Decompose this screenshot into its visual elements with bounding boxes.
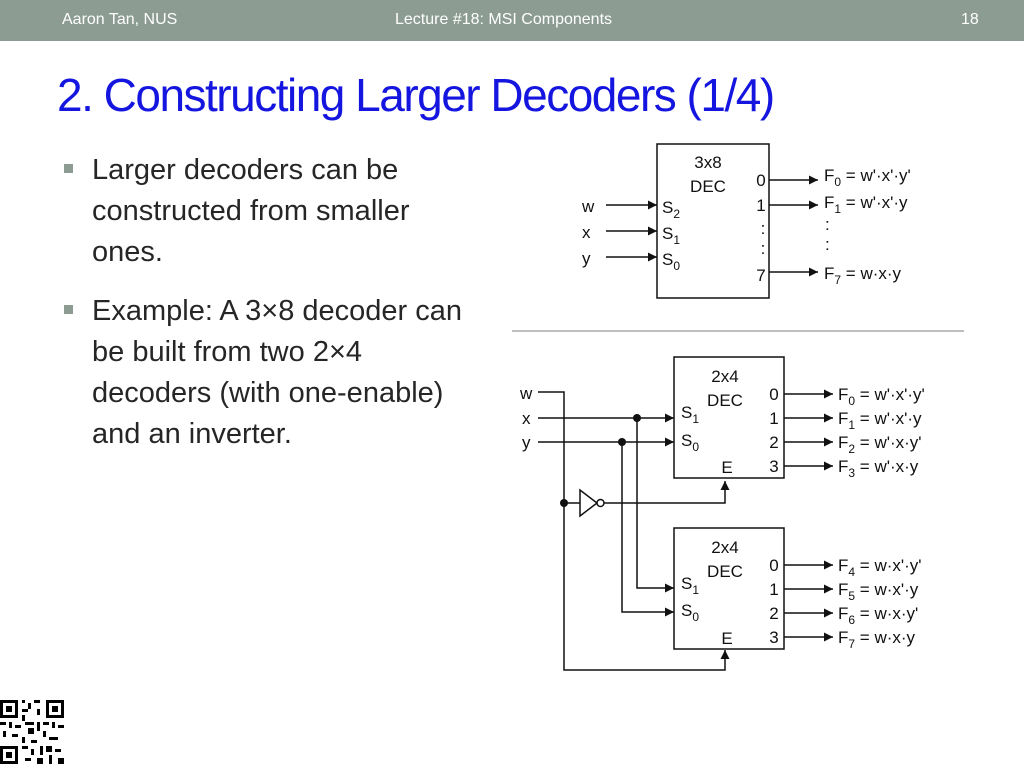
input-label-y: y: [582, 249, 591, 268]
inverter-bubble: [596, 498, 605, 508]
decoder-box: [656, 143, 770, 299]
input-label-y: y: [522, 433, 531, 452]
output-index: 3: [769, 628, 778, 647]
select-label-s1: S1: [681, 403, 699, 426]
output-index: 3: [769, 457, 778, 476]
square-bullet-icon: [64, 305, 73, 314]
output-ellipsis: :: [825, 235, 830, 254]
output-index-ellipsis: :: [761, 239, 766, 258]
bullet-text: Larger decoders can be constructed from …: [92, 154, 410, 268]
select-label-s1: S1: [681, 574, 699, 597]
output-index: 1: [769, 409, 778, 428]
output-label-f2: F2 = w'·x·y': [838, 433, 922, 456]
output-label-f4: F4 = w·x'·y': [838, 556, 922, 579]
output-index: 1: [756, 196, 765, 215]
select-label-s1: S1: [662, 224, 680, 247]
output-index: 2: [769, 433, 778, 452]
enable-label: E: [721, 458, 732, 477]
output-label-f6: F6 = w·x·y': [838, 604, 918, 627]
select-label-s2: S2: [662, 198, 680, 221]
output-index: 2: [769, 604, 778, 623]
input-label-x: x: [582, 223, 591, 242]
inverter-wire-to-top-enable: [604, 481, 730, 504]
output-label-f1: F1 = w'·x'·y: [838, 409, 922, 432]
header-page-number: 18: [961, 11, 979, 28]
output-label-f7: F7 = w·x·y: [838, 628, 916, 651]
output-index: 0: [769, 556, 778, 575]
output-index: 1: [769, 580, 778, 599]
output-label-f5: F5 = w·x'·y: [838, 580, 919, 603]
output-index: 7: [756, 266, 765, 285]
decoder-name-line1: 3x8: [694, 153, 721, 172]
input-label-w: w: [581, 197, 595, 216]
inverter-icon: [579, 488, 599, 518]
output-index-ellipsis: :: [761, 219, 766, 238]
output-label-f3: F3 = w'·x·y: [838, 457, 919, 480]
x-wire-to-bottom-s1: [636, 418, 674, 593]
top-input-w: w: [581, 197, 657, 216]
output-label-f0: F0 = w'·x'·y': [824, 166, 911, 189]
bullet-item: Larger decoders can be constructed from …: [62, 150, 482, 273]
top-input-y: y: [582, 249, 657, 268]
lower-2x4-decoder: 2x4 DEC S1 S0 E 0 1 2 3 F4 = w·x'·y' F5 …: [673, 527, 922, 651]
output-index: 0: [756, 171, 765, 190]
decoder-name-line2: DEC: [707, 391, 743, 410]
slide-title: 2. Constructing Larger Decoders (1/4): [57, 69, 775, 121]
junction-dot: [560, 499, 568, 507]
decoder-name-line2: DEC: [707, 562, 743, 581]
bottom-circuit: w x y 2x4 DEC S1 S0 E 0 1 2 3: [519, 356, 925, 671]
top-3x8-decoder: 3x8 DEC w x y S2 S1 S0 0 1 : : 7 F0 = w'…: [581, 143, 911, 299]
w-wire-to-bottom-enable: [538, 391, 730, 671]
select-label-s0: S0: [681, 601, 699, 624]
input-label-x: x: [522, 409, 531, 428]
select-label-s0: S0: [662, 250, 680, 273]
bullet-text: Example: A 3×8 decoder can be built from…: [92, 295, 463, 450]
decoder-name-line1: 2x4: [711, 367, 738, 386]
top-input-x: x: [582, 223, 657, 242]
select-label-s0: S0: [681, 431, 699, 454]
output-ellipsis: :: [825, 215, 830, 234]
bullet-item: Example: A 3×8 decoder can be built from…: [62, 291, 482, 455]
square-bullet-icon: [64, 164, 73, 173]
decoder-name-line1: 2x4: [711, 538, 738, 557]
enable-label: E: [721, 629, 732, 648]
decoder-name-line2: DEC: [690, 177, 726, 196]
output-label-f7: F7 = w·x·y: [824, 264, 902, 287]
slide-header: Aaron Tan, NUS Lecture #18: MSI Componen…: [0, 0, 1024, 41]
output-label-f1: F1 = w'·x'·y: [824, 193, 908, 216]
upper-2x4-decoder: 2x4 DEC S1 S0 E 0 1 2 3 F0 = w'·x'·y' F1…: [673, 356, 925, 480]
output-label-f0: F0 = w'·x'·y': [838, 385, 925, 408]
bullet-list: Larger decoders can be constructed from …: [62, 150, 482, 473]
y-wire-to-bottom-s0: [621, 442, 674, 617]
input-label-w: w: [519, 384, 533, 403]
output-index: 0: [769, 385, 778, 404]
header-author: Aaron Tan, NUS: [62, 11, 178, 28]
qr-code-icon: [0, 700, 64, 764]
header-lecture-title: Lecture #18: MSI Components: [395, 11, 613, 28]
